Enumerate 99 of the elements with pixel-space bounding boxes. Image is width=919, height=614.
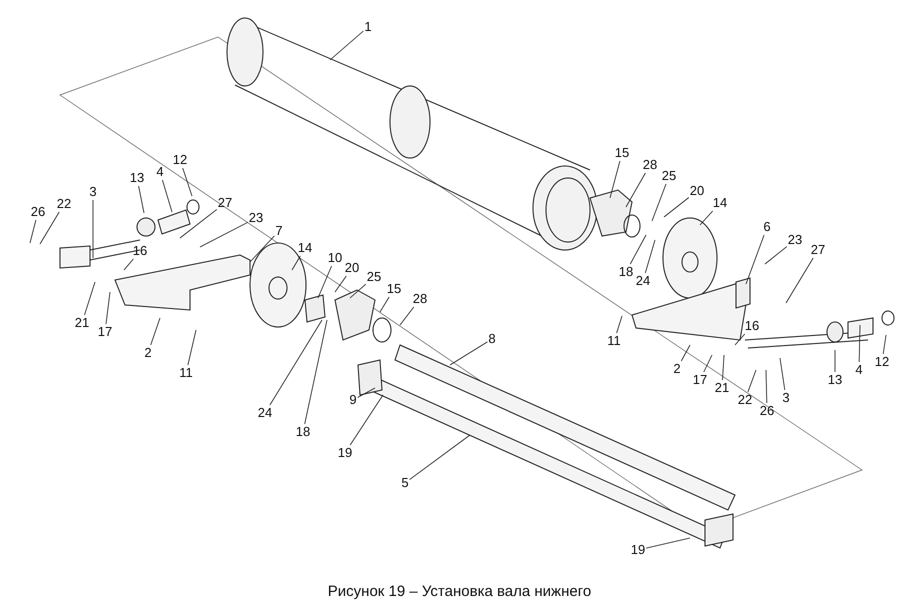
callout-number: 2 — [144, 346, 152, 360]
callout-number: 15 — [614, 146, 630, 160]
callout-number: 9 — [349, 393, 357, 407]
callout-number: 22 — [56, 197, 72, 211]
leader-line — [616, 316, 622, 334]
leader-line — [357, 388, 376, 398]
callout-number: 6 — [763, 220, 771, 234]
callout-number: 14 — [712, 196, 728, 210]
leader-line — [92, 200, 94, 258]
callout-number: 24 — [258, 406, 272, 420]
callout-number: 18 — [618, 265, 634, 279]
callout-number: 12 — [172, 153, 188, 167]
callout-number: 2 — [673, 362, 681, 376]
leader-line — [746, 234, 764, 284]
leader-line — [200, 222, 248, 248]
callout-number: 10 — [328, 251, 342, 265]
callout-number: 19 — [338, 446, 352, 460]
leader-line — [626, 172, 646, 208]
callout-number: 28 — [642, 158, 658, 172]
leader-line — [84, 282, 96, 316]
leader-line — [292, 256, 301, 270]
leader-line — [764, 246, 788, 264]
callout-number: 13 — [130, 171, 144, 185]
leader-line — [700, 210, 714, 226]
leader-line — [304, 320, 328, 424]
leader-line — [610, 160, 620, 198]
leader-line — [748, 370, 756, 392]
leader-line — [334, 276, 347, 292]
callout-number: 27 — [810, 243, 826, 257]
leader-line — [250, 236, 275, 262]
callout-number: 3 — [89, 185, 97, 199]
callout-number: 4 — [855, 363, 863, 377]
leader-line — [652, 184, 666, 222]
leader-line — [882, 334, 886, 354]
callout-number: 1 — [364, 20, 372, 34]
callout-number: 15 — [386, 282, 402, 296]
leader-line — [162, 180, 172, 212]
callout-number: 26 — [760, 404, 774, 418]
callout-number: 3 — [782, 391, 790, 405]
leader-line — [664, 197, 690, 218]
callout-number: 13 — [828, 373, 842, 387]
leader-line — [150, 318, 160, 346]
callout-number: 11 — [607, 334, 621, 348]
callout-number: 21 — [714, 381, 730, 395]
callout-number: 17 — [692, 373, 708, 387]
leader-line — [766, 370, 768, 404]
callout-number: 20 — [344, 261, 360, 275]
callout-number: 19 — [630, 543, 646, 557]
callout-number: 11 — [179, 366, 193, 380]
leader-line — [703, 354, 712, 372]
leader-line — [786, 258, 814, 304]
leader-line — [270, 320, 322, 406]
callout-number: 16 — [744, 319, 760, 333]
callout-number: 8 — [488, 332, 496, 346]
callout-number: 18 — [296, 425, 310, 439]
leader-line — [858, 324, 860, 362]
leader-line — [40, 212, 60, 244]
figure-caption: Рисунок 19 – Установка вала нижнего — [326, 583, 592, 600]
callout-number: 4 — [156, 165, 164, 179]
leader-line — [630, 234, 646, 264]
callout-number: 20 — [690, 184, 704, 198]
leader-line — [330, 30, 364, 60]
callout-number: 14 — [298, 241, 312, 255]
leader-line — [644, 240, 656, 274]
callout-number: 28 — [412, 292, 428, 306]
callout-number: 26 — [30, 205, 46, 219]
callout-number: 25 — [366, 270, 382, 284]
leader-line — [318, 266, 332, 298]
leader-line — [450, 342, 488, 366]
callout-number: 22 — [738, 393, 752, 407]
leader-line — [834, 350, 836, 372]
leader-line — [680, 344, 690, 362]
leader-line — [188, 330, 196, 366]
leader-line — [106, 292, 110, 324]
callout-number: 25 — [662, 169, 676, 183]
leader-line — [30, 220, 36, 244]
callout-number: 7 — [275, 224, 283, 238]
leader-line — [350, 394, 384, 446]
callout-number: 17 — [98, 325, 112, 339]
leader-line — [180, 209, 218, 238]
leader-line — [182, 168, 192, 196]
leader-line — [138, 186, 144, 214]
leader-line — [722, 354, 724, 380]
leader-line — [400, 306, 414, 326]
leader-line — [124, 258, 134, 270]
callout-number: 16 — [132, 244, 148, 258]
callout-number: 5 — [401, 476, 409, 490]
leader-line — [734, 334, 746, 346]
leader-line — [350, 284, 366, 298]
callout-number: 12 — [874, 355, 890, 369]
leader-line — [646, 538, 690, 548]
callout-number: 24 — [636, 274, 650, 288]
callout-number: 21 — [74, 316, 90, 330]
leader-line — [380, 296, 390, 312]
leader-line — [780, 358, 786, 390]
callout-number: 27 — [218, 196, 232, 210]
leader-line — [409, 434, 470, 480]
callout-number: 23 — [788, 233, 802, 247]
callout-number: 23 — [248, 211, 264, 225]
